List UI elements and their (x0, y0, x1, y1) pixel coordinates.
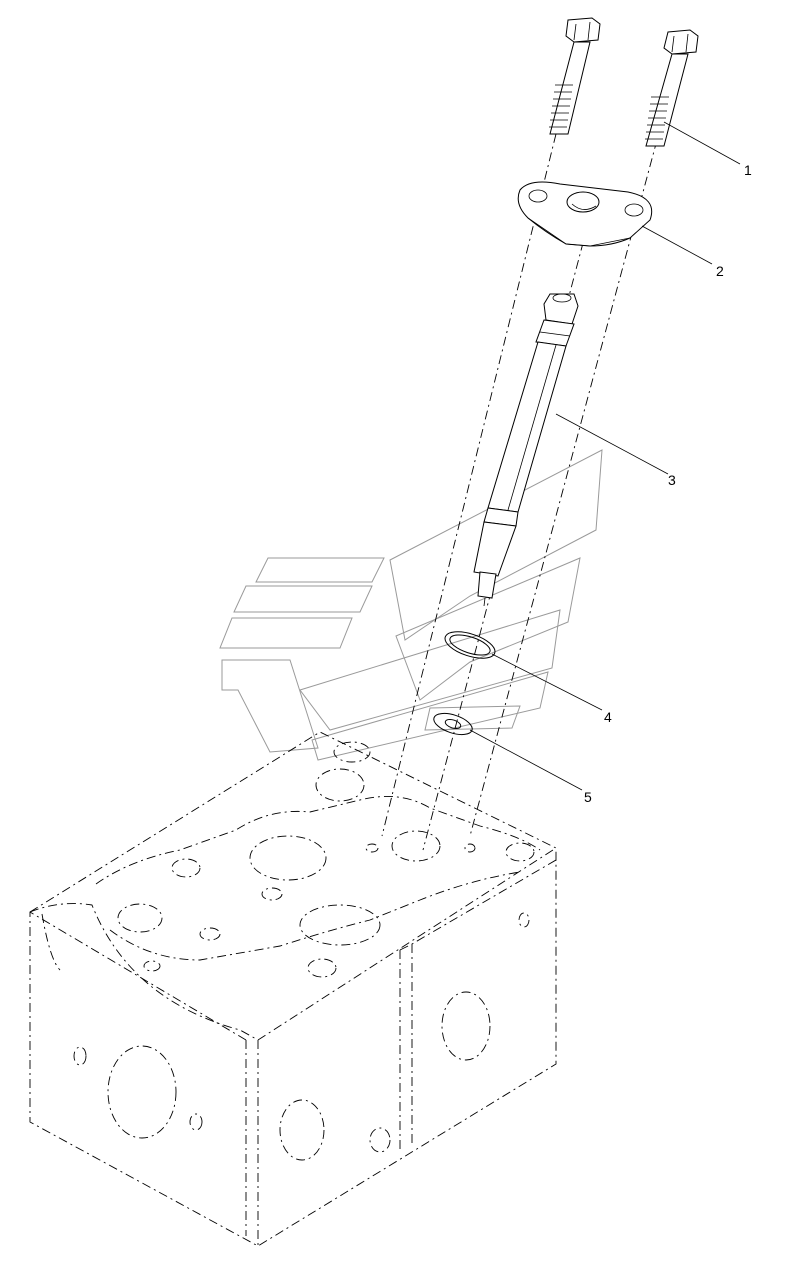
o-ring (444, 631, 496, 659)
alignment-lines (381, 133, 658, 851)
callout-2-label: 2 (716, 263, 724, 279)
callout-4-label: 4 (604, 709, 612, 725)
callout-3-label: 3 (668, 472, 676, 488)
watermark-logo (219, 449, 603, 761)
injector-body (473, 293, 579, 607)
clamp-flange (517, 181, 653, 247)
washer (433, 712, 473, 736)
cylinder-head (29, 731, 557, 1247)
callout-5-label: 5 (584, 789, 592, 805)
bolt-left (549, 17, 601, 135)
leader-lines (469, 121, 741, 791)
callout-1-label: 1 (744, 162, 752, 178)
bolt-right (645, 29, 699, 147)
